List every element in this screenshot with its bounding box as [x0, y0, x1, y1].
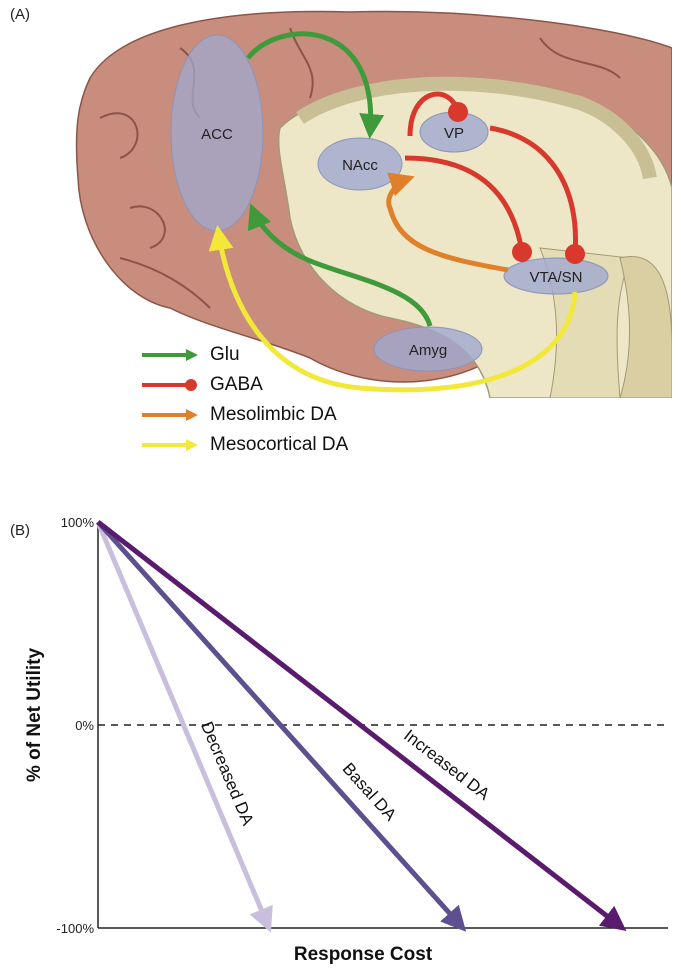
- legend: Glu GABA Mesolimbic DA Mesocortical DA: [142, 340, 348, 460]
- gaba-dot-swatch: [142, 378, 198, 392]
- vta-sn-label: VTA/SN: [529, 269, 582, 286]
- legend-label: GABA: [210, 374, 263, 396]
- mesocortical-arrow-swatch: [142, 438, 198, 452]
- legend-label: Mesocortical DA: [210, 434, 348, 456]
- amyg-label: Amyg: [409, 342, 447, 359]
- panel-a-label: (A): [10, 6, 30, 23]
- legend-item-gaba: GABA: [142, 370, 348, 400]
- legend-label: Mesolimbic DA: [210, 404, 337, 426]
- legend-item-glu: Glu: [142, 340, 348, 370]
- y-tick-label: 0%: [75, 718, 94, 733]
- legend-item-mesolimbic-da: Mesolimbic DA: [142, 400, 348, 430]
- net-utility-chart: 100% 0% -100% Response Cost % of Net Utility…: [0, 500, 681, 969]
- series-label-basal-da: Basal DA: [339, 759, 401, 825]
- acc-label: ACC: [201, 126, 233, 143]
- y-axis-title: % of Net Utility: [24, 648, 45, 782]
- vp-label: VP: [444, 125, 464, 142]
- x-axis-title: Response Cost: [294, 944, 433, 965]
- legend-label: Glu: [210, 344, 240, 366]
- glu-arrow-swatch: [142, 348, 198, 362]
- y-tick-label: 100%: [61, 515, 95, 530]
- legend-item-mesocortical-da: Mesocortical DA: [142, 430, 348, 460]
- nacc-label: NAcc: [342, 157, 378, 174]
- mesolimbic-arrow-swatch: [142, 408, 198, 422]
- y-tick-label: -100%: [56, 921, 94, 936]
